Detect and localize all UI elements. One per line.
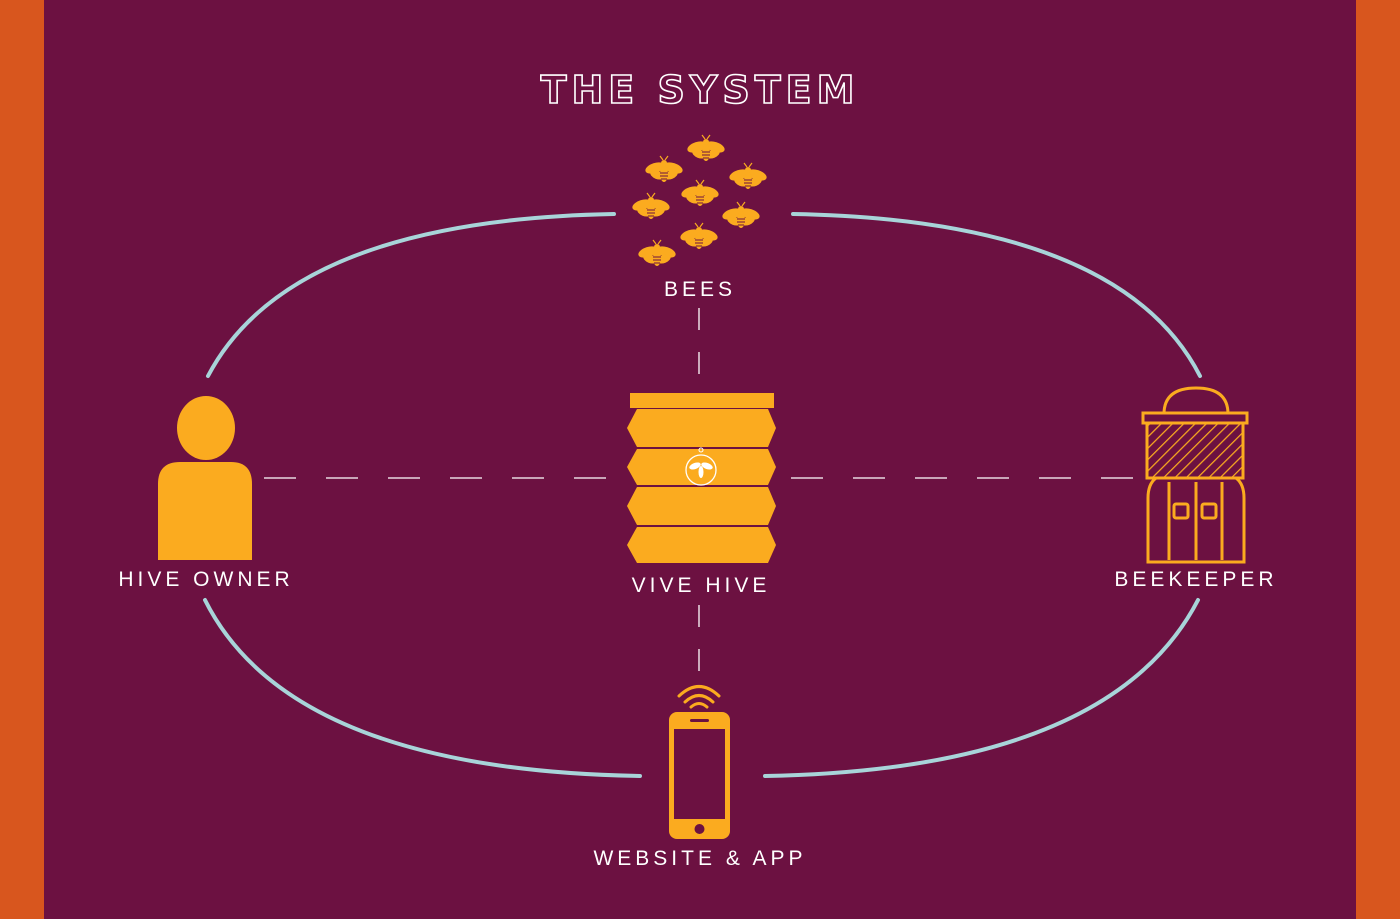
bees-label: BEES: [664, 278, 736, 301]
beehive-icon: [627, 393, 776, 563]
connector-bees-beekeeper: [791, 212, 1202, 378]
left-side-band: [0, 0, 44, 919]
beekeeper-label: BEEKEEPER: [1114, 568, 1277, 591]
beekeeper-suit-icon: [1141, 386, 1249, 564]
diagram-title: THE SYSTEM: [541, 68, 860, 112]
hub-links: [264, 308, 1133, 672]
connector-app-beekeeper: [763, 598, 1200, 778]
bee-swarm-icon: [630, 134, 769, 267]
connector-owner-app: [203, 598, 642, 778]
website-app-label: WEBSITE & APP: [593, 847, 806, 870]
right-side-band: [1356, 0, 1400, 919]
cycle-connectors: [203, 212, 1202, 778]
smartphone-wifi-icon: [669, 685, 730, 839]
connector-owner-bees: [206, 212, 616, 378]
hive-logo-icon: [685, 447, 717, 486]
vive-hive-label: VIVE HIVE: [632, 574, 771, 597]
hive-owner-label: HIVE OWNER: [118, 568, 293, 591]
person-icon: [158, 396, 252, 560]
